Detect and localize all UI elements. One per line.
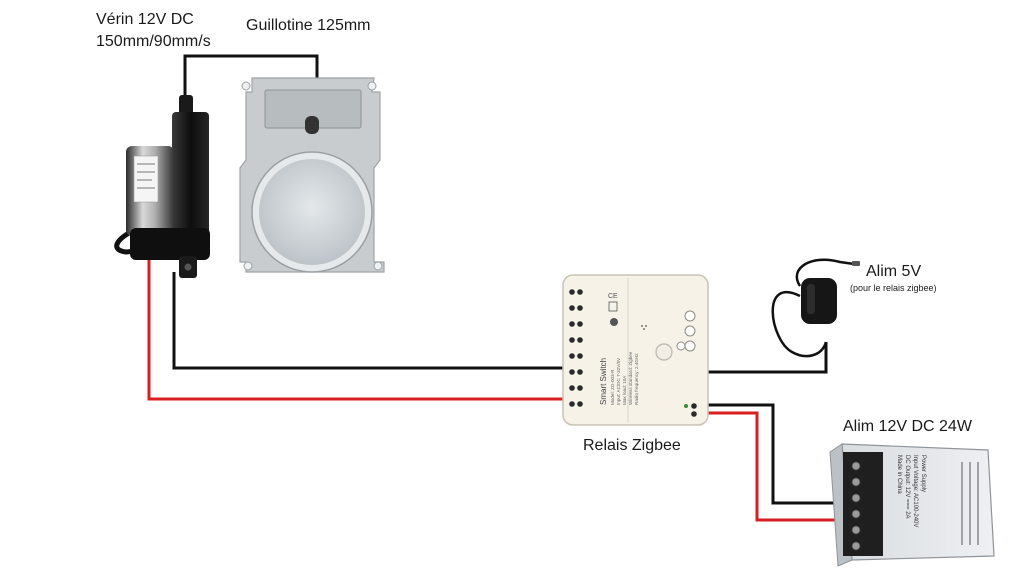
relay-dots-icon [641,325,647,330]
actuator-gearbox [130,228,210,260]
label-relay: Relais Zigbee [583,437,681,454]
psu-spec-0: Power Supply [920,455,926,492]
actuator-motor-label [133,155,159,203]
psu-12v-screws [851,461,861,551]
psu-12v-vents [961,462,979,545]
relay-led-1 [684,310,696,322]
relay-logo-icon [610,318,618,326]
label-actuator-line1: Vérin 12V DC [96,11,194,28]
linear-actuator [114,95,210,278]
relay-led-4 [676,341,686,351]
relay-spec-2: Max load: 10A [622,375,627,405]
label-actuator-line2: 150mm/90mm/s [96,33,211,50]
wire-red-actuator-relay [147,250,568,401]
psu-spec-2: DC Output: 12V === 2A [904,455,910,519]
relay-brand-text: Smart Switch [599,358,608,405]
adapter-5v-cable [795,258,855,287]
relay-spec-3: Wireless standard: Zigbee [628,351,633,405]
relay-led-2 [684,325,696,337]
relay-spec-1: Input: AC/DC 7-32V/5V [616,357,621,405]
psu-5v-adapter [771,258,860,358]
label-psu-5v: Alim 5V [866,263,922,280]
label-psu-12v: Alim 12V DC 24W [843,418,972,435]
relay-pair-button [655,343,673,361]
relay-spec-4: Radio frequency: 2.4GHz [634,353,639,405]
guillotine-knob [305,116,319,134]
wire-black-relay-psu12v [706,403,845,505]
adapter-5v-body [801,278,837,324]
label-psu-5v-note: (pour le relais zigbee) [850,283,937,293]
wire-black-actuator-guillotine [183,54,319,95]
label-guillotine: Guillotine 125mm [246,17,371,34]
psu-12v-terminal-block [843,452,883,556]
relay-terminals [569,289,583,407]
adapter-5v-plug [852,261,860,266]
psu-spec-1: Input Voltage: AC100-240V [912,455,918,527]
wire-black-actuator-relay [172,272,568,370]
psu-12v-unit: Power Supply Input Voltage: AC100-240V D… [829,443,995,567]
guillotine-gate [239,77,385,273]
relay-case [562,274,709,426]
relay-weee-icon [608,301,618,312]
relay-ce-mark: CE [608,293,618,300]
actuator-tube [172,112,209,240]
psu-spec-3: Made in China [896,455,902,494]
wires [147,54,845,522]
wire-red-relay-psu12v [706,411,845,522]
relay-led-3 [684,340,696,352]
relay-spec-0: Model: ZG-003-R [610,369,615,405]
zigbee-relay: Smart Switch Model: ZG-003-R Input: AC/D… [562,274,709,426]
wire-black-relay-psu5v [708,342,828,374]
